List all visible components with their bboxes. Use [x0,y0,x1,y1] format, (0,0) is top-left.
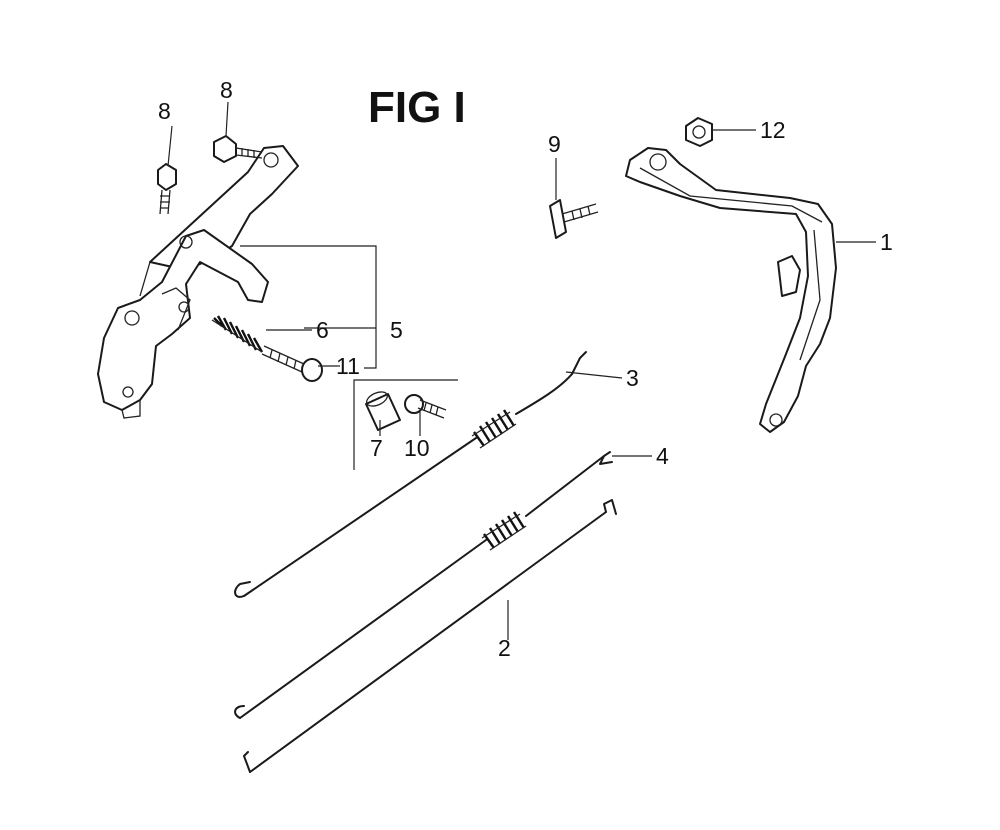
callout-10: 10 [404,435,430,461]
bolt-9 [549,199,599,239]
callout-9: 9 [548,131,561,157]
adjust-bolt-11 [261,345,323,382]
control-rod-4 [234,451,613,719]
control-lever-1 [625,147,837,433]
choke-rod-2 [243,499,617,773]
callout-8-left: 8 [158,98,171,124]
figure-title: FIG I [368,83,466,132]
leader-lines [167,101,876,640]
governor-rod-3 [234,351,587,598]
governor-spring-6 [211,315,264,353]
callout-8-top: 8 [220,77,233,103]
group-bracket-5 [240,245,377,369]
swing-bracket [97,229,269,411]
callout-3: 3 [626,365,639,391]
callout-4: 4 [656,443,669,469]
control-base-assembly [97,145,299,419]
callout-1: 1 [880,229,893,255]
collar-7 [365,391,401,431]
kit-box [353,379,458,470]
callout-2: 2 [498,635,511,661]
callout-12: 12 [760,117,786,143]
callout-7: 7 [370,435,383,461]
nut-12 [685,117,713,147]
callout-5: 5 [390,317,403,343]
flange-bolt-left [157,163,177,215]
callout-6: 6 [316,317,329,343]
callout-11: 11 [336,353,360,379]
flange-bolt-top [213,135,263,163]
screw-10 [404,394,447,419]
